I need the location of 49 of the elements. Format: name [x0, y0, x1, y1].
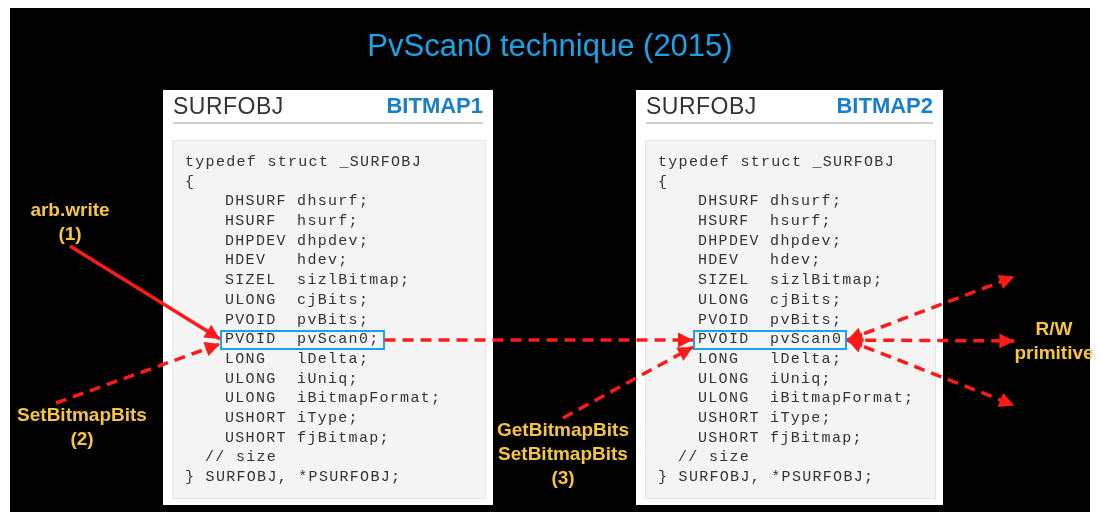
arrow [847, 332, 1015, 349]
code-line: // size [678, 448, 751, 468]
struct-name: SURFOBJ [173, 93, 284, 120]
code-line: USHORT fjBitmap; [698, 428, 863, 449]
code-line: { [185, 172, 196, 193]
annotation-text: GetBitmapBits SetBitmapBits (3) [497, 418, 629, 490]
bitmap-label: BITMAP1 [386, 93, 483, 119]
annotation-text: arb.write (1) [30, 198, 110, 246]
code-line: ULONG iUniq; [225, 369, 359, 390]
code-line: HSURF hsurf; [225, 212, 359, 232]
code-line: USHORT iType; [698, 408, 832, 429]
code-line: DHPDEV dhpdev; [698, 231, 843, 252]
diagram-title: PvScan0 technique (2015) [366, 28, 734, 64]
arrow [384, 332, 693, 348]
code-line: LONG lDelta; [698, 349, 843, 370]
code-line: HSURF hsurf; [698, 212, 832, 232]
arrow [846, 274, 1016, 342]
code-line: HDEV hdev; [225, 251, 349, 272]
code-line: HDEV hdev; [698, 251, 822, 272]
code-line: ULONG iBitmapFormat; [225, 389, 442, 409]
code-line: } SURFOBJ, *PSURFOBJ; [185, 468, 402, 488]
code-line: typedef struct _SURFOBJ [185, 153, 422, 173]
code-line: ULONG cjBits; [225, 290, 370, 311]
arrow [55, 342, 221, 405]
bitmap-label: BITMAP2 [836, 93, 933, 119]
code-line: DHSURF dhsurf; [225, 192, 370, 213]
code-line: ULONG iUniq; [698, 369, 832, 390]
arrow [562, 345, 694, 420]
code-line: SIZEL sizlBitmap; [225, 271, 411, 291]
arrow [846, 338, 1016, 408]
code-line: SIZEL sizlBitmap; [698, 271, 884, 291]
annotation-text: SetBitmapBits (2) [17, 403, 147, 451]
code-line: typedef struct _SURFOBJ [658, 153, 895, 173]
struct-panel [636, 90, 943, 505]
code-line: ULONG cjBits; [698, 290, 843, 311]
code-line: } SURFOBJ, *PSURFOBJ; [658, 468, 875, 488]
code-line: PVOID pvBits; [225, 310, 370, 331]
code-line: PVOID pvBits; [698, 310, 843, 331]
code-line: ULONG iBitmapFormat; [698, 389, 915, 409]
code-line: DHSURF dhsurf; [698, 192, 843, 213]
code-line: DHPDEV dhpdev; [225, 231, 370, 252]
code-line: USHORT fjBitmap; [225, 428, 390, 449]
struct-name: SURFOBJ [646, 93, 757, 120]
struct-panel [163, 90, 493, 505]
code-line: // size [205, 448, 278, 468]
arrow [69, 244, 221, 341]
code-line: LONG lDelta; [225, 349, 370, 370]
code-line: USHORT iType; [225, 408, 359, 429]
code-line: { [658, 172, 669, 193]
